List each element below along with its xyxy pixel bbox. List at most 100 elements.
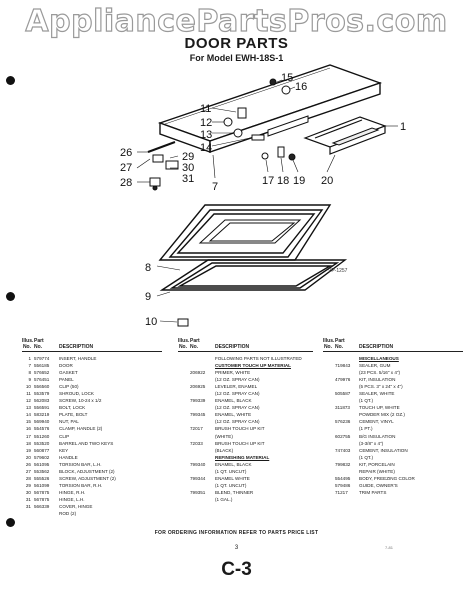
table-row: FOLLOWING PARTS NOT ILLUSTRATED [178, 355, 313, 362]
table-row: (5 PCS. 3" x 24" x 4") [323, 383, 463, 390]
part-number: 719843 [335, 363, 351, 369]
part-description: FOLLOWING PARTS NOT ILLUSTRATED [215, 356, 302, 361]
binder-hole [6, 292, 15, 301]
part-description: CUSTOMER TOUCH UP MATERIAL [215, 363, 291, 369]
page-number: 3 [234, 545, 239, 551]
part-description: BLEND, THINNER [215, 489, 254, 495]
part-description: ENAMEL, WHITE [215, 412, 252, 418]
part-number: 556591 [34, 405, 50, 411]
illus-number: 15 [25, 419, 31, 425]
part-number: 311873 [335, 405, 350, 411]
table-row: (1 GAL.) [178, 496, 313, 503]
illus-number [178, 461, 187, 468]
illus-number [178, 411, 187, 418]
page-title: DOOR PARTS [184, 35, 289, 52]
svg-text:10: 10 [145, 316, 157, 328]
part-description: POWDER MIX (2 OZ.) [359, 412, 405, 418]
part-number [190, 482, 215, 489]
illus-number: 12 [25, 398, 31, 404]
illus-number [323, 461, 332, 468]
illus-number [323, 468, 332, 475]
illus-number [178, 475, 187, 482]
illus-number: 30 [25, 489, 31, 495]
part-description: (12 OZ. SPRAY CAN) [215, 391, 260, 397]
part-description: (BLACK) [215, 447, 234, 453]
svg-text:VP-1257: VP-1257 [328, 268, 348, 274]
part-number: 799340 [190, 461, 206, 467]
illus-number [323, 425, 332, 432]
part-description: HINGE, R.H. [59, 489, 86, 495]
part-description: B/G INSULATION [359, 433, 396, 439]
part-number: 567875 [34, 489, 50, 495]
part-description: KIT, INSULATION [359, 377, 396, 383]
illus-number [178, 496, 187, 503]
part-description: PANEL [59, 377, 74, 383]
part-description: CEMENT, VINYL [359, 419, 394, 425]
part-number: 556185 [34, 363, 50, 369]
inner-panel [198, 219, 302, 244]
part-description: CLIP (50) [59, 384, 79, 390]
part-number: 583219 [34, 412, 50, 418]
part-number: 551260 [34, 433, 50, 439]
table-row: (1 QT.) [323, 454, 463, 461]
part-number: 602755 [335, 433, 351, 439]
part-number: 799344 [190, 475, 206, 481]
illus-number [323, 433, 332, 440]
column-header: Illus.Part No.No.DESCRIPTION [22, 338, 162, 352]
handle-slot [267, 115, 309, 137]
part-number: 560877 [34, 447, 50, 453]
part-number [190, 362, 215, 369]
table-row: 602755 B/G INSULATION [323, 433, 463, 440]
svg-text:13: 13 [200, 129, 212, 141]
illus-number: 7 [28, 363, 31, 369]
part-description: REPAIR (WHITE) [359, 468, 395, 474]
part-number [335, 369, 359, 376]
part-description: (23 PCS. 5/16" x 4") [359, 370, 401, 376]
part-number [335, 425, 359, 432]
part-description: KIT, PORCELAIN [359, 461, 395, 467]
part-description: ENAMEL WHITE [215, 475, 250, 481]
part-description: TRIM PARTS [359, 489, 387, 495]
part-number: 554576 [34, 426, 50, 432]
illus-number: 20 [25, 454, 31, 460]
svg-text:31: 31 [182, 173, 194, 185]
illus-number: 17 [25, 433, 31, 439]
table-row: (12 OZ. SPRAY CAN) [178, 390, 313, 397]
svg-text:17: 17 [262, 175, 274, 187]
table-row: (23 PCS. 5/16" x 4") [323, 369, 463, 376]
table-row: ROD (2) [22, 510, 162, 517]
part-number [335, 454, 359, 461]
part-description: (12 OZ. SPRAY CAN) [215, 377, 260, 383]
lock-parts [223, 78, 296, 161]
part-description: ENAMEL, BLACK [215, 398, 252, 404]
table-row: (1 QT. UNCUT) [178, 482, 313, 489]
illus-number [323, 397, 332, 404]
part-number: 72017 [190, 426, 203, 432]
illus-number: 29 [25, 482, 31, 488]
part-description: TORSION BAR, R.H. [59, 482, 103, 488]
column-header: Illus.Part No.No.DESCRIPTION [323, 338, 463, 352]
table-row: REPAIR (WHITE) [323, 468, 463, 475]
illus-number: 13 [25, 405, 31, 411]
page-id: C-3 [221, 559, 252, 580]
part-description: HANDLE [59, 454, 78, 460]
part-number: 799339 [190, 398, 206, 404]
illus-number [323, 489, 332, 496]
illus-number [178, 447, 187, 454]
svg-text:18: 18 [277, 175, 289, 187]
part-number [190, 468, 215, 475]
part-number [190, 433, 215, 440]
illus-number: 9 [28, 377, 31, 383]
part-description: PLATE, BOLT [59, 412, 88, 418]
